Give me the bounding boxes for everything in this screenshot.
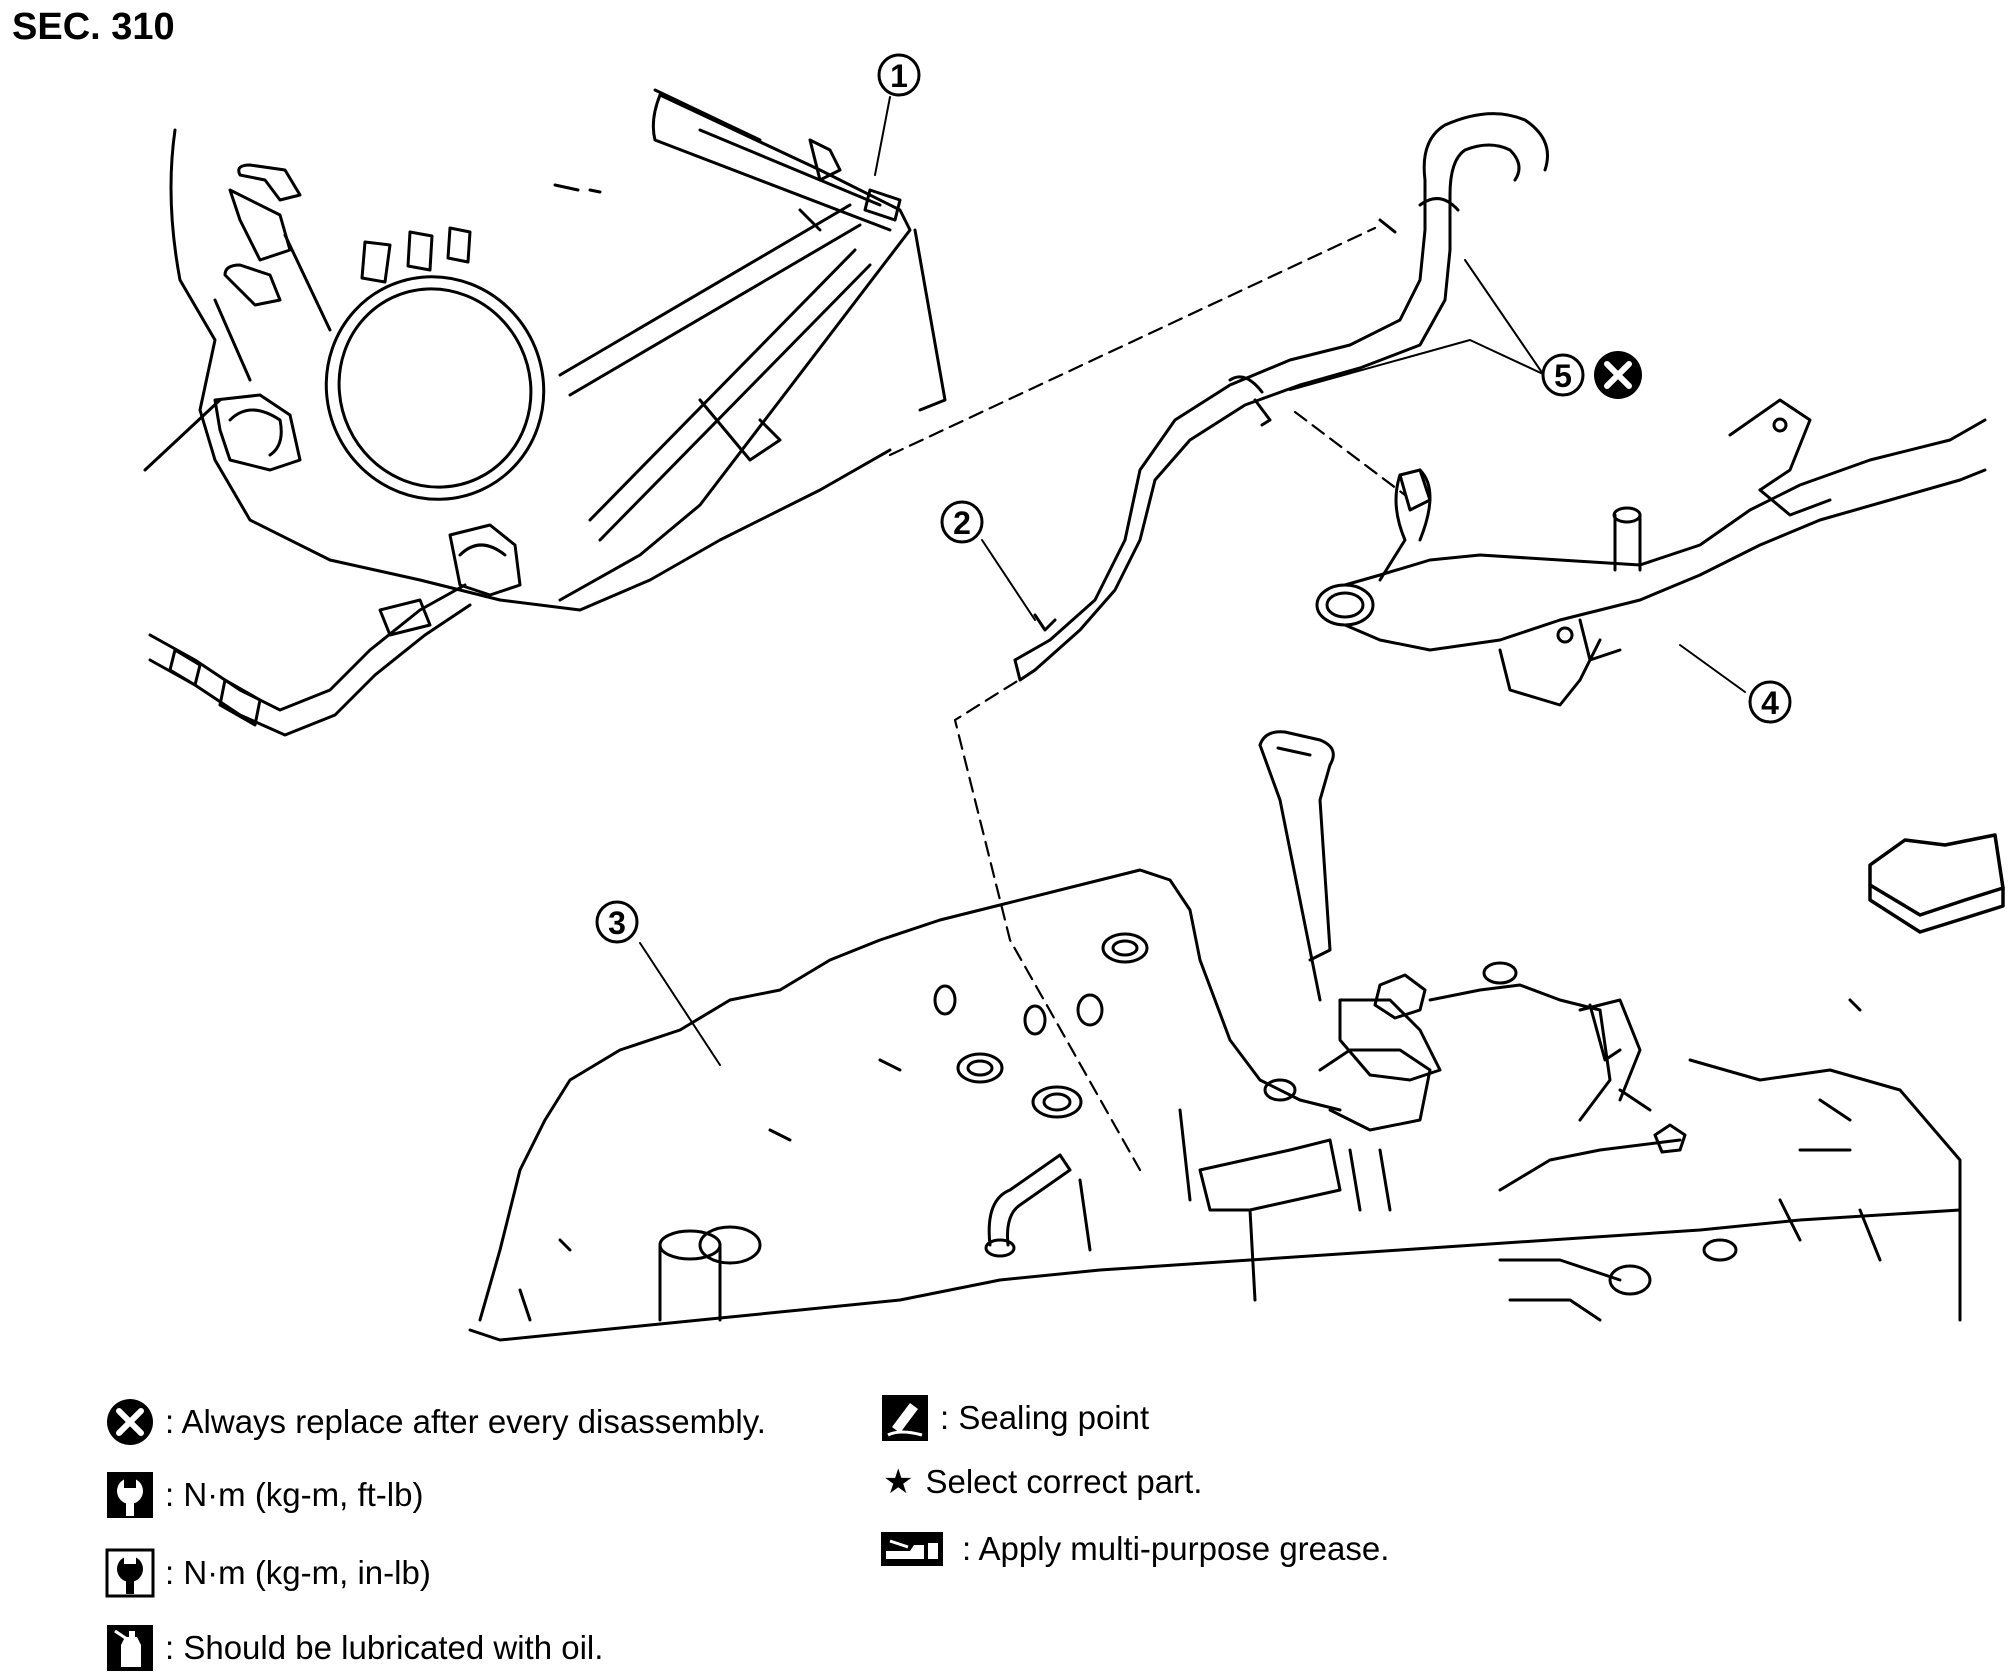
alignment-dashed-lines — [888, 226, 1407, 1172]
callout-leaders — [639, 96, 1746, 1066]
legend-sealing-text: : Sealing point — [940, 1399, 1150, 1436]
wrench-torque-icon — [105, 1470, 155, 1520]
callout-3: 3 — [608, 905, 626, 941]
legend-oil-text: : Should be lubricated with oil. — [165, 1629, 604, 1666]
legend-grease: : Apply multi-purpose grease. — [880, 1530, 1389, 1568]
legend-select-part-text: Select correct part. — [925, 1463, 1203, 1500]
x-circle-icon — [1594, 351, 1642, 399]
sealant-tube-icon — [880, 1393, 930, 1443]
water-hose — [1013, 112, 1549, 682]
legend-torque-ftlb-text: : N·m (kg-m, ft-lb) — [165, 1476, 424, 1513]
callout-2: 2 — [953, 505, 971, 541]
wrench-torque-filled-icon — [105, 1548, 155, 1598]
star-icon: ★ — [883, 1463, 914, 1501]
callout-5: 5 — [1554, 358, 1572, 394]
legend-replace-text: : Always replace after every disassembly… — [165, 1403, 766, 1440]
air-duct-assembly — [143, 88, 947, 737]
legend-torque-ftlb: : N·m (kg-m, ft-lb) — [105, 1470, 423, 1520]
legend-sealing: : Sealing point — [880, 1393, 1149, 1443]
grease-gun-icon — [880, 1531, 944, 1567]
front-direction-arrow-icon — [1868, 833, 2005, 934]
oil-can-icon — [105, 1623, 155, 1673]
legend-torque-inlb: : N·m (kg-m, in-lb) — [105, 1548, 431, 1598]
x-circle-icon — [105, 1397, 155, 1447]
callout-1: 1 — [890, 58, 908, 94]
callout-markers — [595, 53, 1792, 944]
callout-4: 4 — [1761, 685, 1779, 721]
legend-grease-text: : Apply multi-purpose grease. — [962, 1530, 1390, 1567]
legend-oil: : Should be lubricated with oil. — [105, 1623, 603, 1673]
legend-torque-inlb-text: : N·m (kg-m, in-lb) — [165, 1554, 431, 1591]
engine-block — [468, 730, 1962, 1342]
section-title: SEC. 310 — [12, 6, 175, 48]
legend-replace: : Always replace after every disassembly… — [105, 1397, 766, 1447]
water-pipe — [1315, 398, 1987, 707]
legend-select-part: ★ Select correct part. — [883, 1462, 1202, 1502]
